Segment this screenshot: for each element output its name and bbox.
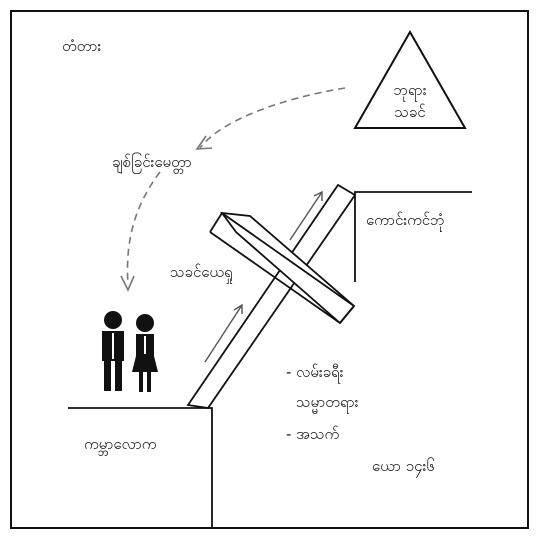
man-icon <box>102 311 124 391</box>
verse-item-1: - လမ်းခရီး <box>286 362 343 382</box>
god-label-line2: သခင် <box>394 102 425 122</box>
love-dashed-arrow-lower <box>127 172 160 285</box>
verse-item-2: သမ္မာတရား <box>296 392 358 412</box>
world-label: ကမ္ဘာလောက <box>84 434 156 454</box>
heaven-label: ကောင်းကင်ဘုံ <box>366 210 445 230</box>
world-cliff <box>68 408 212 527</box>
verse-item-3: - အသက် <box>286 424 339 444</box>
love-dashed-arrow <box>200 88 345 148</box>
love-label: ချစ်ခြင်းမေတ္တာ <box>112 152 192 172</box>
corner-label: တံတား <box>62 36 101 56</box>
verse-reference: ယော ၁၄း၆ <box>372 456 435 476</box>
heaven-cliff <box>355 192 472 282</box>
bridge-arrow-upper-head <box>314 192 322 201</box>
cross-label: သခင်ယေရှု <box>170 262 233 282</box>
god-label-line1: ဘုရား <box>393 80 426 100</box>
woman-icon <box>132 314 158 392</box>
cross-beam-left-end <box>210 213 222 232</box>
bridge-arrow-lower-head <box>234 305 242 314</box>
